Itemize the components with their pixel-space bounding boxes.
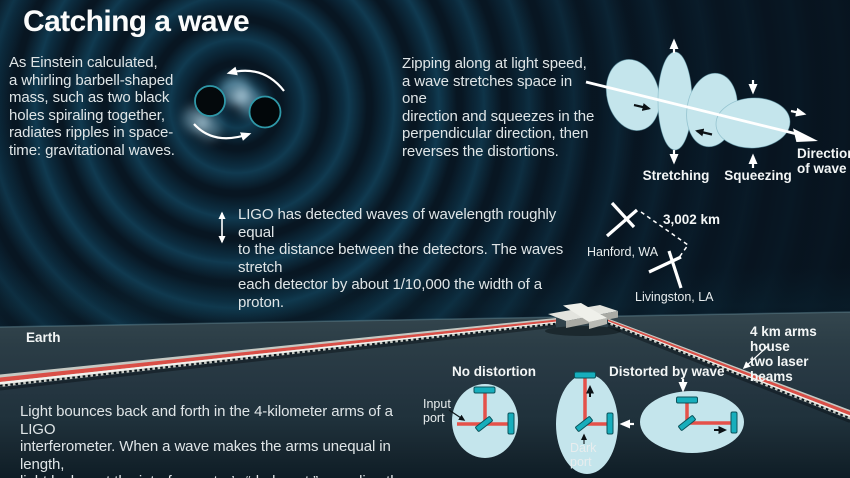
livingston-detector-arm: [667, 250, 683, 289]
arms-label: 4 km arms house two laser beams: [750, 324, 817, 384]
rotation-arrow-top-icon: [226, 66, 285, 92]
dark-port-label: Dark port: [570, 441, 597, 469]
input-port-leader-arrow: [448, 409, 466, 421]
detector-map: [605, 201, 690, 289]
wave-distortion-figure: [585, 38, 818, 168]
interferometer-squeezed: [640, 379, 744, 453]
intro-paragraph: As Einstein calculated, a whirling barbe…: [9, 54, 175, 159]
corner-station-building: [545, 303, 621, 336]
detectors-paragraph: LIGO has detected waves of wavelength ro…: [238, 206, 564, 311]
interferometer-paragraph: Light bounces back and forth in the 4-ki…: [20, 403, 407, 478]
trail-blob: [195, 116, 209, 130]
beam-splitter: [575, 416, 593, 432]
building-shadow: [545, 326, 621, 336]
hanford-detector-arm: [610, 201, 636, 229]
building-roof: [563, 303, 607, 322]
shaft-arrow-left-icon: [695, 128, 713, 137]
motion-blur-trails: [183, 76, 263, 140]
arm-highlight: [0, 321, 556, 385]
stretching-label: Stretching: [642, 168, 710, 183]
arm-shadow: [0, 324, 557, 391]
trail-blob: [233, 88, 249, 104]
distance-dashed-line: [640, 211, 690, 260]
mirror-right: [507, 412, 515, 435]
mirror-right: [730, 411, 738, 434]
wave-paragraph: Zipping along at light speed, a wave str…: [402, 55, 595, 160]
arm-laser-stripe: [0, 319, 556, 382]
mirror-right: [606, 412, 614, 435]
arm-laser-stripe: [608, 319, 850, 416]
black-hole-right: [248, 95, 282, 129]
earth-label: Earth: [26, 330, 61, 345]
livingston-detector-arm: [648, 255, 682, 274]
horizon-line: [0, 311, 850, 328]
distorted-by-wave-label: Distorted by wave: [609, 364, 725, 379]
rotation-arrow-bottom-icon: [193, 123, 252, 141]
black-hole-binary: [183, 66, 285, 141]
black-hole-left: [194, 85, 226, 117]
beam-splitter: [678, 415, 696, 431]
interferometer-stretched: [556, 371, 634, 474]
arm-highlight: [608, 321, 850, 417]
page-title: Catching a wave: [23, 5, 250, 38]
hanford-label: Hanford, WA: [587, 245, 659, 259]
input-port-label: Input port: [423, 397, 451, 425]
shaft-arrow-right-icon: [633, 103, 651, 111]
mirror-top: [676, 396, 698, 404]
no-distortion-label: No distortion: [452, 364, 536, 379]
livingston-label: Livingston, LA: [635, 290, 714, 304]
arm-supports: [607, 322, 850, 420]
mirror-top: [574, 371, 596, 379]
hanford-detector-arm: [605, 208, 639, 238]
arms-label-leader-arrow: [742, 345, 769, 370]
building-wall: [589, 318, 607, 329]
ligo-arm-left: [0, 318, 557, 391]
direction-of-wave-label: Direction of wave: [797, 146, 850, 176]
beam-splitter: [475, 416, 493, 432]
wave-direction-arrowhead-icon: [793, 128, 818, 142]
distance-label: 3,002 km: [663, 212, 721, 227]
squeeze-arrow-right-icon: [790, 107, 807, 117]
mirror-top: [473, 386, 496, 394]
squeezing-label: Squeezing: [724, 168, 792, 183]
arm-shadow: [607, 324, 850, 423]
interferometer-no-distortion: [448, 384, 518, 458]
ligo-arm-right: [607, 318, 850, 423]
wave-direction-shaft: [585, 80, 802, 137]
